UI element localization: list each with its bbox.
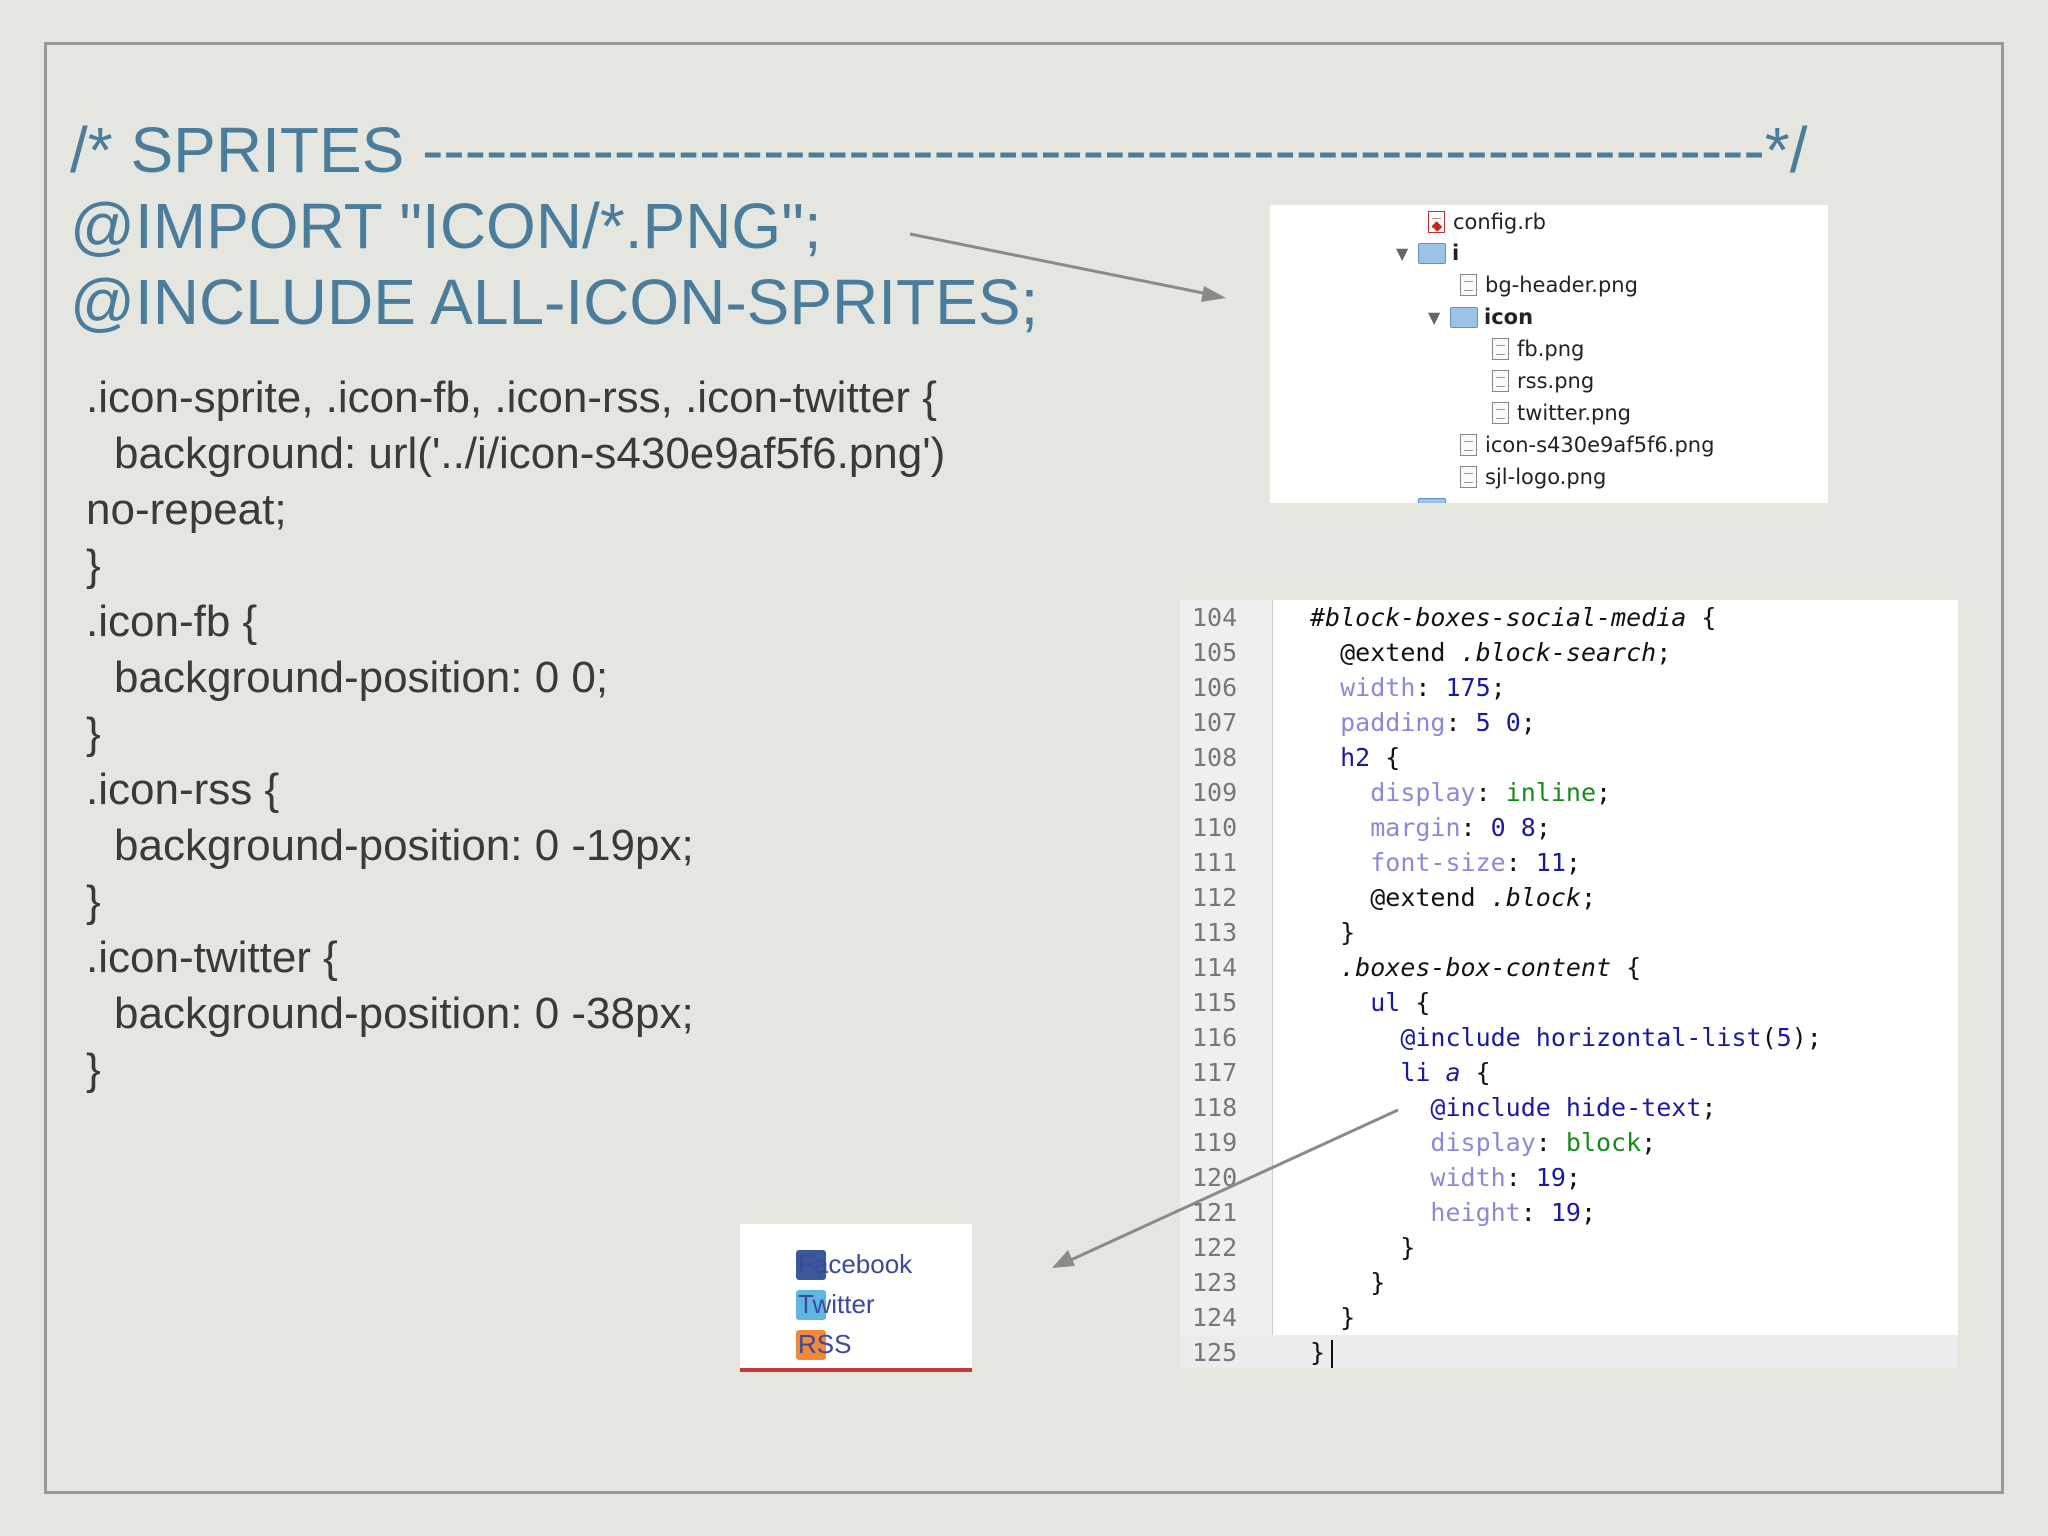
code-line: .icon-sprite, .icon-fb, .icon-rss, .icon… (86, 373, 937, 422)
tree-item-logo[interactable]: sjl-logo.png (1460, 462, 1606, 492)
tree-item-partial: ▶ (1396, 493, 1452, 503)
disclosure-triangle-icon: ▶ (1396, 499, 1418, 504)
arrowhead (1201, 286, 1226, 302)
disclosure-triangle-icon[interactable]: ▼ (1396, 243, 1409, 263)
file-icon (1492, 370, 1509, 392)
tree-item-label: fb.png (1517, 337, 1585, 361)
twitter-icon (796, 1290, 826, 1320)
tree-item-label: twitter.png (1517, 401, 1631, 425)
css-code-block: .icon-sprite, .icon-fb, .icon-rss, .icon… (86, 370, 945, 1098)
slide-frame (44, 42, 2004, 1494)
tree-item-rss[interactable]: rss.png (1492, 366, 1594, 396)
tree-item-label: bg-header.png (1485, 273, 1638, 297)
code-line: background-position: 0 0; (114, 653, 609, 702)
tree-item-label: sjl-logo.png (1485, 465, 1607, 489)
rss-link[interactable]: RSS (796, 1329, 852, 1360)
file-icon (1492, 402, 1509, 424)
folder-icon (1418, 497, 1446, 503)
file-tree-panel: config.rb ▼ i bg-header.png ▼ icon fb.pn… (1270, 205, 1828, 503)
facebook-link[interactable]: Facebook (796, 1249, 913, 1280)
code-line: } (86, 1045, 101, 1094)
code-line: background-position: 0 -38px; (114, 989, 694, 1038)
rss-icon (796, 1330, 826, 1360)
editor-line-current[interactable]: 125} (1180, 1335, 1958, 1368)
arrowhead (1052, 1250, 1075, 1268)
disclosure-triangle-icon[interactable]: ▼ (1428, 307, 1441, 327)
code-line: .icon-fb { (86, 597, 258, 646)
code-editor-panel: 104#block-boxes-social-media { 105 @exte… (1180, 600, 1958, 1368)
arrow-to-file-tree (909, 232, 1219, 298)
folder-icon (1450, 306, 1478, 328)
tree-item-label: rss.png (1517, 369, 1595, 393)
tree-item-config[interactable]: config.rb (1428, 207, 1546, 237)
tree-item-i-folder[interactable]: ▼ i (1396, 238, 1459, 268)
tree-item-label: icon-s430e9af5f6.png (1485, 433, 1715, 457)
facebook-icon (796, 1250, 826, 1280)
twitter-link[interactable]: Twitter (796, 1289, 875, 1320)
include-heading: @INCLUDE ALL-ICON-SPRITES; (70, 266, 1039, 338)
text-caret (1331, 1340, 1334, 1368)
tree-item-sprite[interactable]: icon-s430e9af5f6.png (1460, 430, 1714, 460)
tree-item-bg-header[interactable]: bg-header.png (1460, 270, 1638, 300)
tree-item-twitter[interactable]: twitter.png (1492, 398, 1631, 428)
file-icon (1460, 466, 1477, 488)
tree-item-label: icon (1484, 305, 1534, 329)
file-icon (1460, 434, 1477, 456)
code-line: background: url('../i/icon-s430e9af5f6.p… (114, 429, 946, 478)
code-line: no-repeat; (86, 485, 287, 534)
tree-item-label: i (1452, 241, 1460, 265)
code-line: background-position: 0 -19px; (114, 821, 694, 870)
tree-item-icon-folder[interactable]: ▼ icon (1428, 302, 1533, 332)
tree-item-label: config.rb (1453, 210, 1546, 234)
file-icon (1492, 338, 1509, 360)
arrow-to-preview (1061, 1108, 1399, 1266)
code-line: } (86, 541, 101, 590)
code-line: } (86, 877, 101, 926)
rendered-preview-panel: Facebook Twitter RSS (740, 1224, 972, 1372)
import-heading: @IMPORT "ICON/*.PNG"; (70, 190, 822, 262)
code-line: .icon-rss { (86, 765, 280, 814)
tree-item-fb[interactable]: fb.png (1492, 334, 1584, 364)
sprites-heading: /* SPRITES -----------------------------… (70, 114, 1808, 186)
code-line: .icon-twitter { (86, 933, 338, 982)
folder-icon (1418, 242, 1446, 264)
code-line: } (86, 709, 101, 758)
line-number-gutter (1180, 600, 1273, 1368)
ruby-file-icon (1428, 211, 1445, 233)
file-icon (1460, 274, 1477, 296)
